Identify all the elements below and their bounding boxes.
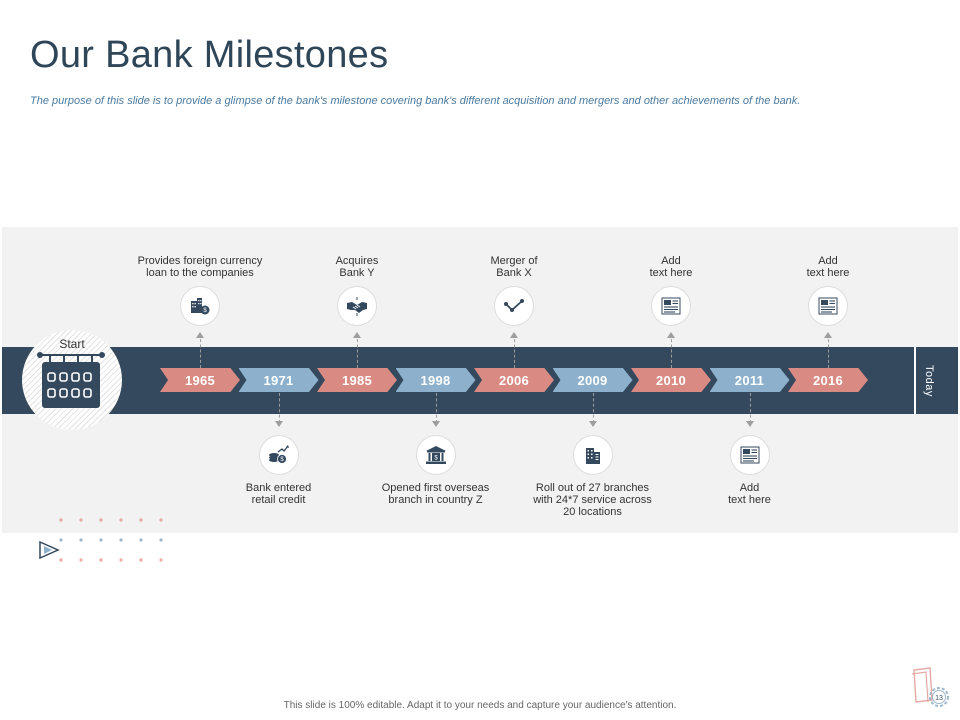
svg-text:$: $ [280,457,284,463]
year-arrow-2016: 2016 [788,368,868,392]
event-connector-arrowhead-1965 [196,332,204,338]
event-connector-2010 [671,334,672,368]
event-connector-arrowhead-2016 [824,332,832,338]
office-money-icon: $ [191,298,210,315]
event-connector-1971 [278,393,280,423]
event-connector-1965 [200,334,201,368]
event-connector-1998 [435,393,437,423]
event-icon-circle-1971: $ [258,435,299,475]
page-number-badge: 13 [928,686,950,708]
event-icon-circle-2016 [808,286,848,326]
year-arrow-1965: 1965 [160,368,240,392]
today-label: Today [923,364,935,397]
year-arrow-2010: 2010 [631,368,711,392]
svg-text:$: $ [203,308,207,314]
event-icon-circle-1985 [337,286,377,326]
year-arrow-2006: 2006 [474,368,554,392]
office-building-icon [585,448,600,464]
footer-note: This slide is 100% editable. Adapt it to… [283,700,677,711]
page-title: Our Bank Milestones [30,34,389,76]
calendar-icon [37,352,105,408]
event-connector-arrowhead-1971 [274,421,283,427]
event-connector-2016 [828,334,829,368]
document-icon [661,297,681,315]
year-arrow-2009: 2009 [552,368,633,392]
play-icon [39,540,60,560]
event-icon-circle-2010 [651,286,691,326]
year-arrow-1998: 1998 [395,368,476,392]
event-icon-circle-2009 [572,435,613,475]
year-arrow-2011: 2011 [709,368,790,392]
event-connector-arrowhead-2006 [510,332,518,338]
document-icon [740,446,759,464]
svg-text:$: $ [434,456,438,462]
event-connector-2006 [514,334,515,368]
decorative-dots [59,518,163,562]
event-icon-circle-2011 [729,435,770,475]
brand-logo-icon [911,667,933,703]
event-connector-1985 [357,334,358,368]
year-arrow-1971: 1971 [238,368,319,392]
handshake-icon [347,297,367,316]
event-icon-circle-2006 [494,286,534,326]
event-connector-arrowhead-2009 [588,421,597,427]
bank-building-icon: $ [425,446,446,464]
page-number: 13 [935,695,943,702]
page-subtitle: The purpose of this slide is to provide … [30,95,801,107]
merge-line-icon [504,299,524,312]
event-connector-arrowhead-2010 [667,332,675,338]
coins-growth-icon: $ [268,445,289,464]
event-connector-arrowhead-1998 [431,421,440,427]
event-connector-2009 [592,393,594,423]
event-connector-arrowhead-2011 [745,421,754,427]
start-label: Start [59,337,85,351]
document-icon [818,297,838,315]
today-separator [914,347,916,414]
event-icon-circle-1998: $ [415,435,456,475]
year-arrow-1985: 1985 [317,368,397,392]
gear-icon: 13 [929,687,949,707]
event-connector-2011 [749,393,751,423]
event-connector-arrowhead-1985 [353,332,361,338]
event-icon-circle-1965: $ [180,286,220,326]
